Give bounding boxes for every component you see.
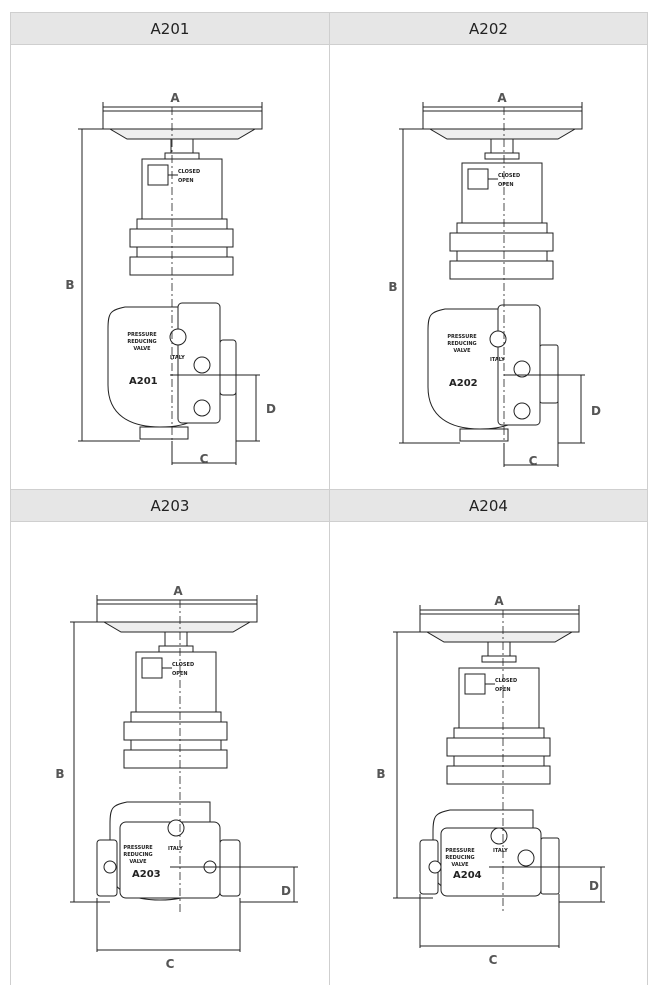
italy-marking: ITALY <box>490 357 505 363</box>
dim-a-label: A <box>170 91 180 105</box>
italy-marking: ITALY <box>170 355 185 361</box>
body-text-line2: REDUCING <box>445 855 474 861</box>
body-text-line2: REDUCING <box>123 852 152 858</box>
header-a201: A201 <box>10 12 330 45</box>
valve-drawing-a202: A B C D CLOSED OPEN PRESSURE REDUCING VA… <box>388 91 601 468</box>
valve-drawing-a204: A B C D CLOSED OPEN PRESSURE REDUCING VA… <box>376 594 605 967</box>
valve-drawing-a203: A B C D CLOSED OPEN PRESSURE REDUCING VA… <box>55 584 298 971</box>
closed-marking: CLOSED <box>178 169 200 175</box>
dim-a-label: A <box>497 91 507 105</box>
body-text-line3: VALVE <box>453 348 471 354</box>
dim-b-label: B <box>376 767 385 781</box>
dim-d-label: D <box>591 404 601 418</box>
model-marking: A202 <box>449 378 478 389</box>
dim-c-label: C <box>489 953 498 967</box>
dim-b-label: B <box>388 280 397 294</box>
open-marking: OPEN <box>172 671 188 677</box>
closed-marking: CLOSED <box>498 173 520 179</box>
italy-marking: ITALY <box>168 846 183 852</box>
body-text-line1: PRESSURE <box>445 848 475 854</box>
model-marking: A203 <box>132 869 161 880</box>
body-text-line1: PRESSURE <box>447 334 477 340</box>
dim-d-label: D <box>589 879 599 893</box>
open-marking: OPEN <box>498 182 514 188</box>
model-marking: A204 <box>453 870 482 881</box>
closed-marking: CLOSED <box>172 662 194 668</box>
header-a202-label: A202 <box>469 19 508 38</box>
header-a203: A203 <box>10 489 330 522</box>
dim-d-label: D <box>266 402 276 416</box>
dim-c-label: C <box>529 454 538 468</box>
drawing-table: A201 A202 A203 A204 <box>10 12 648 985</box>
model-marking: A201 <box>129 376 158 387</box>
dim-a-label: A <box>173 584 183 598</box>
closed-marking: CLOSED <box>495 678 517 684</box>
header-a202: A202 <box>329 12 648 45</box>
dim-b-label: B <box>65 278 74 292</box>
header-a203-label: A203 <box>150 496 190 515</box>
dim-a-label: A <box>494 594 504 608</box>
open-marking: OPEN <box>178 178 194 184</box>
body-text-line3: VALVE <box>133 346 151 352</box>
dim-b-label: B <box>55 767 64 781</box>
dim-d-label: D <box>281 884 291 898</box>
header-a201-label: A201 <box>150 19 190 38</box>
body-text-line2: REDUCING <box>127 339 156 345</box>
body-text-line2: REDUCING <box>447 341 476 347</box>
body-text-line3: VALVE <box>451 862 469 868</box>
valve-drawing-a201: A B C D CLOSED OPEN PRESSURE REDUCING VA… <box>65 91 276 466</box>
dim-c-label: C <box>200 452 209 466</box>
header-a204-label: A204 <box>469 496 508 515</box>
body-text-line3: VALVE <box>129 859 147 865</box>
body-text-line1: PRESSURE <box>123 845 153 851</box>
open-marking: OPEN <box>495 687 511 693</box>
header-a204: A204 <box>329 489 648 522</box>
body-text-line1: PRESSURE <box>127 332 157 338</box>
dim-c-label: C <box>166 957 175 971</box>
italy-marking: ITALY <box>493 848 508 854</box>
